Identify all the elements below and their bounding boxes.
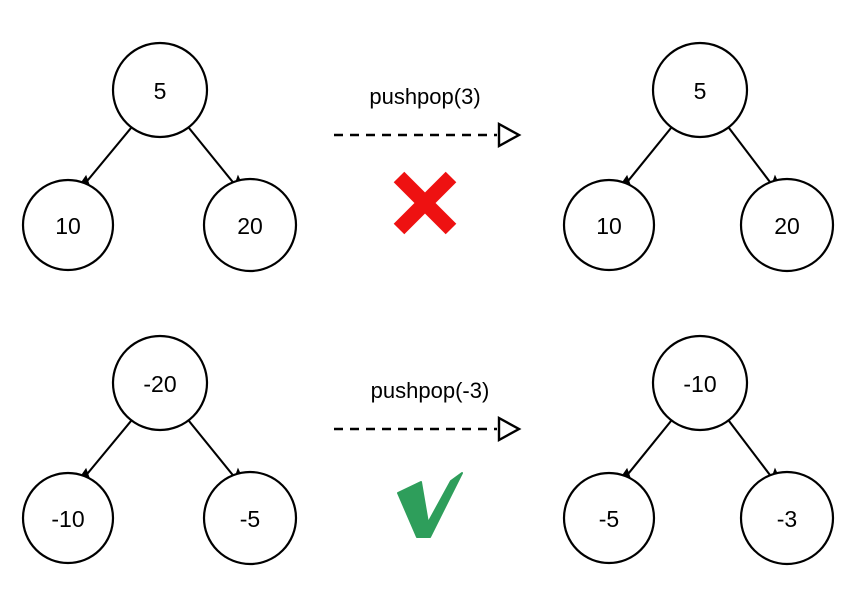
heap-node-root[interactable] <box>651 334 749 432</box>
tree-row1-after: 5 10 20 <box>562 41 835 273</box>
heap-node-left[interactable] <box>21 178 115 272</box>
edge-root-to-right <box>728 127 774 187</box>
operation-label-pushpop-3: pushpop(3) <box>369 84 480 109</box>
transition-row2: pushpop(-3) <box>334 378 522 538</box>
heap-node-root-label: 5 <box>694 78 707 104</box>
heap-node-right[interactable] <box>739 470 835 566</box>
heap-node-root[interactable] <box>651 41 749 139</box>
heap-node-right-label: -3 <box>777 506 797 532</box>
heap-node-right-label: 20 <box>774 213 800 239</box>
edge-root-to-left <box>82 127 132 187</box>
transition-arrowhead-icon <box>497 415 522 443</box>
tree-row1-before: 5 10 20 <box>21 41 298 273</box>
red-cross-icon <box>393 171 457 235</box>
heap-node-right[interactable] <box>739 177 835 273</box>
transition-arrowhead-icon <box>497 121 522 149</box>
heap-node-root-label: -20 <box>143 371 176 397</box>
heap-node-root[interactable] <box>111 334 209 432</box>
heap-node-left-label: -10 <box>51 506 84 532</box>
edge-root-to-right <box>188 420 237 480</box>
heap-node-left-label: 10 <box>55 213 81 239</box>
operation-label-pushpop-minus-3: pushpop(-3) <box>371 378 490 403</box>
heap-node-left-label: -5 <box>599 506 619 532</box>
edge-root-to-right <box>728 420 774 480</box>
edge-root-to-left <box>623 420 672 480</box>
tree-row2-after: -10 -5 -3 <box>562 334 835 566</box>
heap-node-left-label: 10 <box>596 213 622 239</box>
tree-row2-before: -20 -10 -5 <box>21 334 298 566</box>
heap-node-root[interactable] <box>111 41 209 139</box>
heap-node-right[interactable] <box>202 177 298 273</box>
heap-node-right-label: 20 <box>237 213 263 239</box>
heap-node-left[interactable] <box>562 471 656 565</box>
heap-node-right-label: -5 <box>240 506 260 532</box>
heap-node-left[interactable] <box>21 471 115 565</box>
heap-node-root-label: 5 <box>154 78 167 104</box>
edge-root-to-left <box>82 420 132 480</box>
heap-node-left[interactable] <box>562 178 656 272</box>
heap-node-right[interactable] <box>202 470 298 566</box>
green-check-icon <box>397 472 463 538</box>
transition-row1: pushpop(3) <box>334 84 522 235</box>
edge-root-to-left <box>623 127 672 187</box>
heap-node-root-label: -10 <box>683 371 716 397</box>
edge-root-to-right <box>188 127 237 187</box>
